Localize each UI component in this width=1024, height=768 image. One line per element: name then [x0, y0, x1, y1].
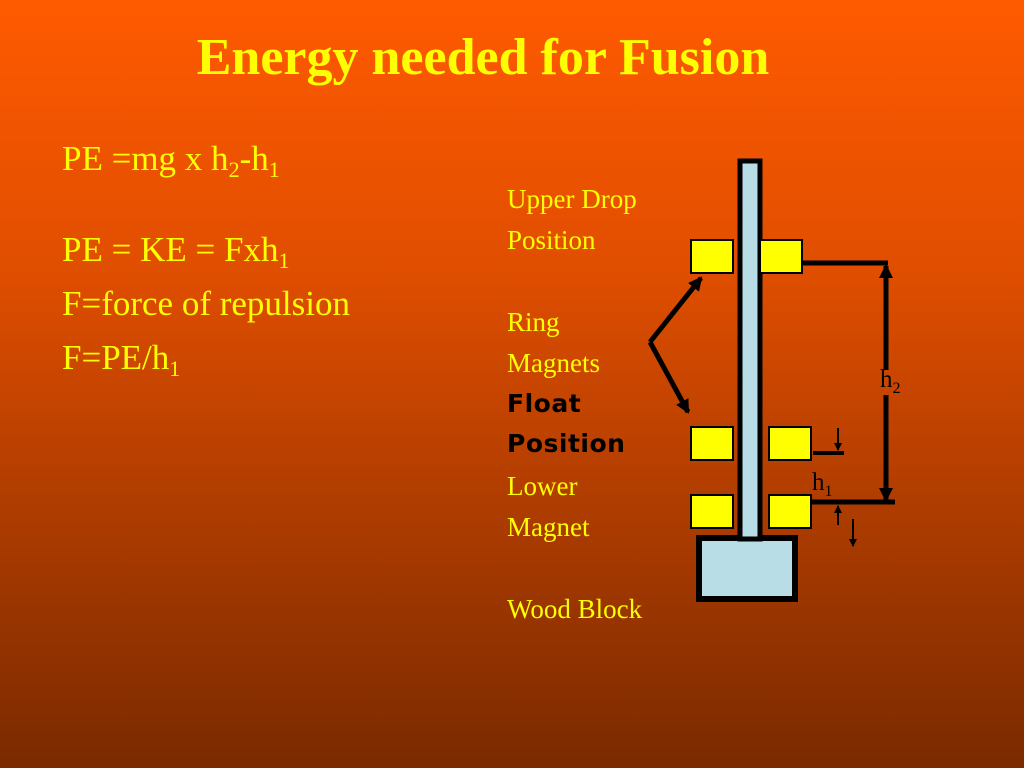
wood-block	[696, 535, 798, 602]
equation-force-definition: F=force of repulsion	[62, 284, 350, 323]
upper-left-magnet	[690, 239, 734, 274]
ring-arrow-lower	[647, 340, 691, 414]
label-float-position: Position	[507, 429, 626, 458]
equation-force-formula: F=PE/h1	[62, 338, 181, 381]
label-wood-block: Wood Block	[507, 594, 643, 624]
slide-title: Energy needed for Fusion	[196, 29, 770, 86]
label-upper-drop: Upper Drop	[507, 184, 637, 214]
label-lower-magnet: Magnet	[507, 512, 590, 542]
lower-right-magnet	[768, 494, 812, 529]
label-ring: Ring	[507, 307, 560, 337]
ring-arrow-upper	[648, 276, 703, 344]
label-float: Float	[507, 389, 582, 418]
h1-label: h1	[812, 469, 833, 500]
lower-left-magnet	[690, 494, 734, 529]
label-upper-drop-position: Position	[507, 225, 596, 255]
float-right-magnet	[768, 426, 812, 461]
h2-label: h2	[880, 366, 901, 397]
equation-energy-equality: PE = KE = Fxh1	[62, 230, 290, 273]
label-lower: Lower	[507, 471, 578, 501]
guide-rod	[737, 158, 763, 542]
upper-right-magnet	[759, 239, 803, 274]
equation-potential-energy: PE =mg x h2-h1	[62, 139, 280, 182]
float-left-magnet	[690, 426, 734, 461]
label-ring-magnets: Magnets	[507, 348, 600, 378]
